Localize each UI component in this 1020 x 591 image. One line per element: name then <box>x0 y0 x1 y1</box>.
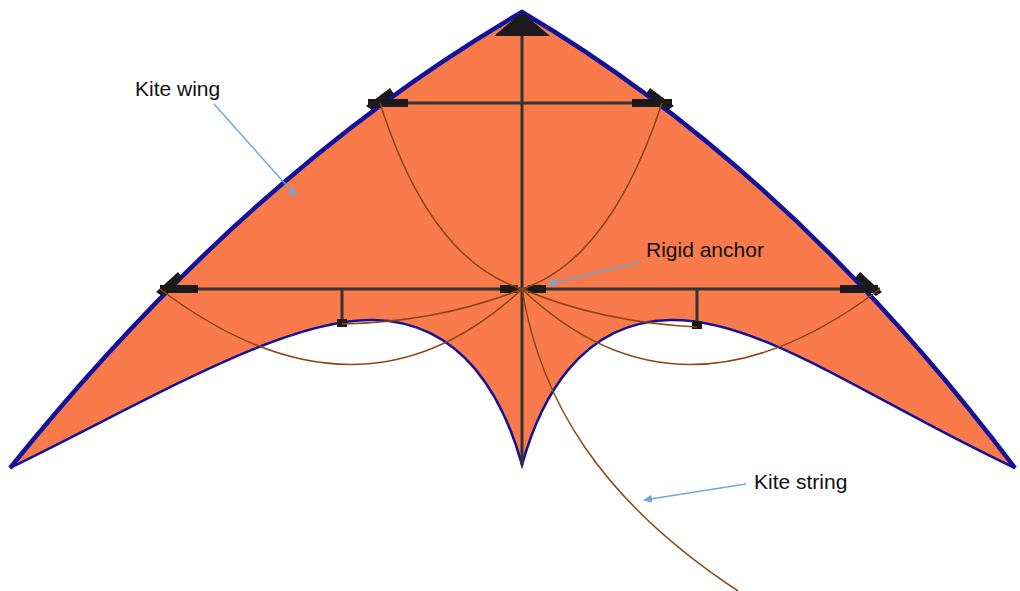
spars <box>160 14 880 465</box>
leading-edge <box>10 12 1015 468</box>
part-label: Kite wing <box>135 77 220 100</box>
part-label: Kite string <box>754 470 847 493</box>
fittings <box>156 12 882 329</box>
trailing-edge <box>10 320 1015 468</box>
part-label: Rigid anchor <box>646 238 764 261</box>
kite-string <box>522 289 738 591</box>
kite-sail <box>10 12 1015 468</box>
leader-arrows <box>214 104 746 500</box>
bridle-lines <box>160 103 880 365</box>
